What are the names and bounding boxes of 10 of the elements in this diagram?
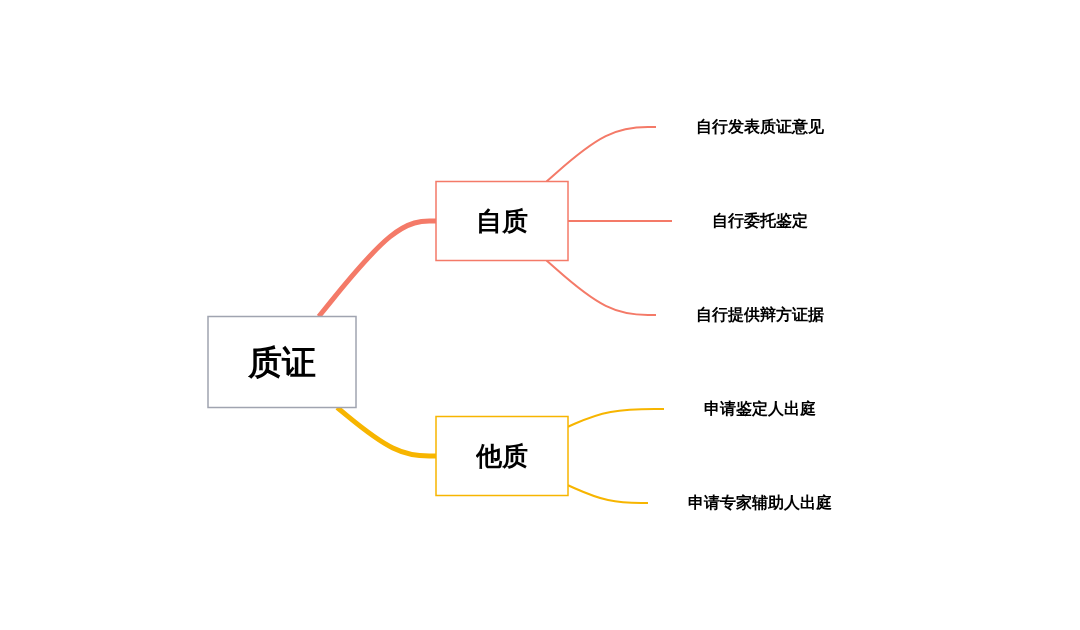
node-box: 质证 [207, 315, 357, 409]
node-text: 申请鉴定人出庭 [704, 399, 816, 418]
node-text: 自行委托鉴定 [712, 211, 808, 230]
node-box: 自质 [435, 180, 569, 262]
connector [545, 259, 657, 316]
node-text: 申请专家辅助人出庭 [688, 493, 832, 512]
node-text: 自行发表质证意见 [696, 117, 824, 136]
connector [545, 126, 657, 183]
node-text: 自行提供辩方证据 [696, 305, 824, 324]
node-box: 他质 [435, 415, 569, 497]
